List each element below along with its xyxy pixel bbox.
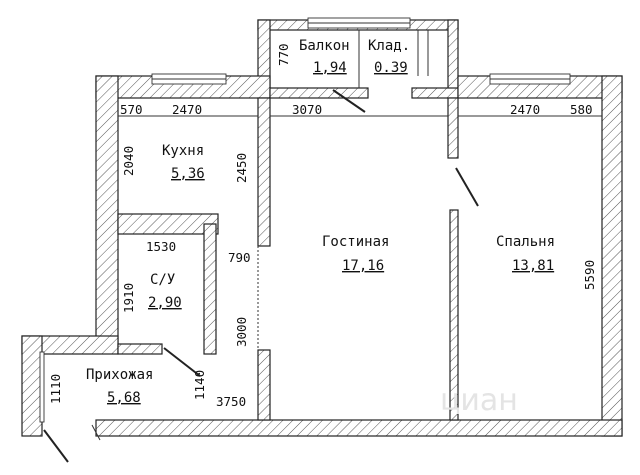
walls bbox=[21, 19, 623, 437]
bedroom-door bbox=[455, 167, 479, 207]
room-name-hallway: Прихожая bbox=[86, 367, 153, 383]
room-area-bedroom: 13,81 bbox=[512, 258, 554, 274]
hallway-window bbox=[39, 351, 45, 423]
dim-bath-depth: 1910 bbox=[121, 283, 136, 313]
room-name-balcony: Балкон bbox=[299, 38, 350, 54]
room-area-storage: 0.39 bbox=[374, 60, 408, 76]
dimension-labels: 770 570 2470 2040 2450 3070 2470 580 153… bbox=[48, 43, 597, 409]
dim-bedroom-depth: 5590 bbox=[582, 260, 597, 290]
room-area-bathroom: 2,90 bbox=[148, 295, 182, 311]
dim-kitchen-wall: 2450 bbox=[234, 153, 249, 183]
room-area-living: 17,16 bbox=[342, 258, 384, 274]
dim-bedroom-width: 2470 bbox=[510, 102, 540, 117]
room-name-living: Гостиная bbox=[322, 234, 389, 250]
dim-hall-width: 3750 bbox=[216, 394, 246, 409]
entrance-door bbox=[43, 429, 69, 463]
room-labels: Балкон 1,94 Клад. 0.39 Кухня 5,36 Гостин… bbox=[86, 38, 555, 406]
dim-balcony-depth: 770 bbox=[276, 43, 291, 66]
room-name-kitchen: Кухня bbox=[162, 143, 204, 159]
room-area-hallway: 5,68 bbox=[107, 390, 141, 406]
doors bbox=[43, 89, 479, 463]
dim-bath-width: 1530 bbox=[146, 239, 176, 254]
room-name-storage: Клад. bbox=[368, 38, 410, 54]
windows bbox=[39, 17, 571, 423]
dim-kitchen-depth: 2040 bbox=[121, 146, 136, 176]
dim-passage: 790 bbox=[228, 250, 251, 265]
dim-living-width: 3070 bbox=[292, 102, 322, 117]
dim-bedroom-right: 580 bbox=[570, 102, 593, 117]
room-name-bedroom: Спальня bbox=[496, 234, 555, 250]
bathroom-door bbox=[163, 347, 201, 377]
balcony-door bbox=[332, 89, 366, 113]
dim-kitchen-width: 2470 bbox=[172, 102, 202, 117]
room-area-kitchen: 5,36 bbox=[171, 166, 205, 182]
dim-hall-depth: 1110 bbox=[48, 374, 63, 404]
dim-hall-door: 1140 bbox=[192, 370, 207, 400]
dim-hall-wall: 3000 bbox=[234, 317, 249, 347]
room-area-balcony: 1,94 bbox=[313, 60, 347, 76]
watermark: циан bbox=[440, 383, 518, 418]
room-name-bathroom: С/У bbox=[150, 272, 175, 288]
interior-lines bbox=[118, 30, 602, 350]
dim-kitchen-left: 570 bbox=[120, 102, 143, 117]
